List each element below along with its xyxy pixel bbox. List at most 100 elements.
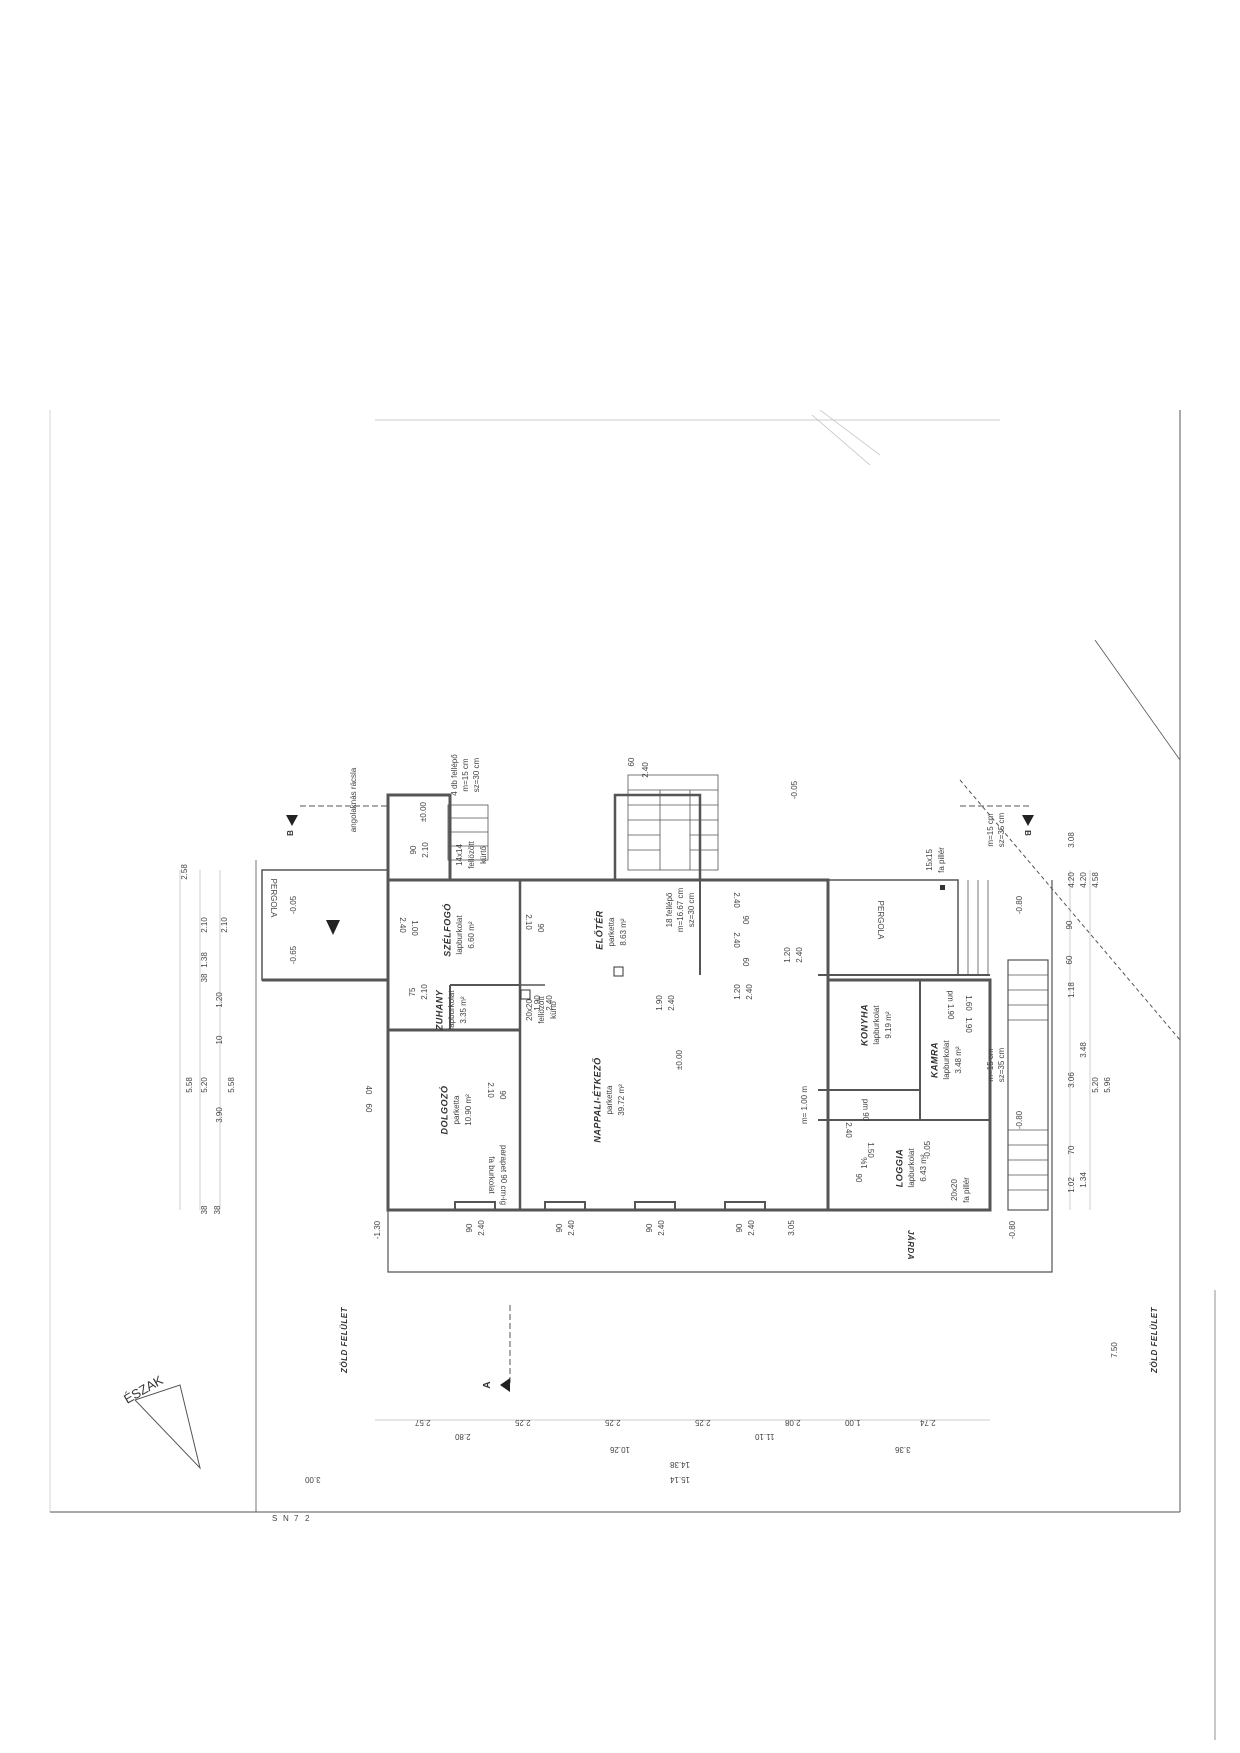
room-dolgozo-name: DOLGOZÓ: [439, 1085, 450, 1135]
door-4-b: 2.40: [545, 995, 554, 1011]
dim-102: 1.02: [1067, 1177, 1076, 1193]
level-l1: ±0.00: [419, 802, 428, 822]
level-l2: ±0.00: [675, 1050, 684, 1070]
section-b-right: B: [1023, 830, 1032, 836]
dim-225a: 2.25: [515, 1418, 531, 1427]
dim-348: 3.48: [1079, 1042, 1088, 1058]
room-loggia-name: LOGGIA: [894, 1148, 905, 1188]
window-4-height: 2.40: [747, 1220, 756, 1236]
dim-134: 1.34: [1079, 1172, 1088, 1188]
note-stair-ext-sz: sz=30 cm: [472, 757, 481, 793]
dim-336: 3.36: [895, 1445, 911, 1454]
dim-596: 5.96: [1103, 1077, 1112, 1093]
section-b-left: B: [286, 830, 295, 836]
note-chimney: 14x14: [455, 844, 464, 866]
note-stair-right-sz: sz=35 cm: [997, 812, 1006, 848]
door-4-a: 1.90: [533, 995, 542, 1011]
dim-520: 5.20: [200, 1077, 209, 1093]
note-pillar2: 20x20: [950, 1179, 959, 1201]
dim-90: 90: [1065, 920, 1074, 930]
door-1-height: 2.10: [421, 842, 430, 858]
level-l7: -0.80: [1015, 895, 1024, 915]
dim-458: 4.58: [1091, 872, 1100, 888]
door-6-b: 2.40: [745, 984, 754, 1000]
door-10-a: 2.40: [732, 892, 741, 908]
level-l3: -0.05: [289, 895, 298, 915]
dim-558b: 5.58: [227, 1077, 236, 1093]
dim-1110: 11.10: [755, 1432, 775, 1441]
door-12-a: 2.40: [732, 932, 741, 948]
door-9-a: 40: [364, 1085, 373, 1095]
street-char-2: N: [283, 1514, 289, 1523]
dim-257: 2.57: [415, 1418, 431, 1427]
window-2-height: 2.40: [567, 1220, 576, 1236]
level-l8: -0.80: [1015, 1110, 1024, 1130]
street-char-1: S: [272, 1514, 278, 1523]
dim-70: 70: [1067, 1145, 1076, 1155]
dim-38a: 38: [200, 973, 209, 983]
street-char-4: 2: [305, 1514, 310, 1523]
room-nappali-name: NAPPALI-ÉTKEZŐ: [592, 1057, 603, 1143]
window-1-height: 2.40: [477, 1220, 486, 1236]
door-3-a: 2.10: [524, 914, 533, 930]
room-konyha-floor: lapburkolat: [872, 1005, 881, 1045]
room-szelfogo-area: 6.60 m²: [467, 921, 476, 949]
door-10-b: 90: [741, 915, 750, 925]
note-parapet2: fa burkolat: [487, 1156, 496, 1194]
dim-225c: 2.25: [695, 1418, 711, 1427]
note-pm2: pm 90: [861, 1098, 870, 1122]
room-dolgozo-floor: parketta: [452, 1095, 461, 1125]
window-3-height: 2.40: [657, 1220, 666, 1236]
room-szelfogo-floor: lapburkolat: [455, 915, 464, 955]
door-7-b: 2.40: [795, 947, 804, 963]
dim-308: 3.08: [1067, 832, 1076, 848]
note-stair-main: 18 fellépő: [665, 892, 674, 928]
door-15-a: 2.40: [844, 1122, 853, 1138]
note-stair-main-sz: sz=30 cm: [687, 892, 696, 928]
room-nappali-area: 39.72 m²: [617, 1084, 626, 1116]
door-6-a: 1.20: [733, 984, 742, 1000]
level-l9: -0.80: [1008, 1220, 1017, 1240]
note-mh: m= 1.00 m: [800, 1085, 809, 1125]
window-5: 3.05: [787, 1220, 796, 1236]
note-chimney2: fellözött: [467, 841, 476, 869]
window-2-width: 90: [555, 1223, 564, 1233]
room-eloter-name: ELŐTÉR: [594, 910, 605, 950]
door-16: 90: [854, 1173, 863, 1183]
room-zuhany-area: 3.35 m²: [459, 996, 468, 1024]
dim-225b: 2.25: [605, 1418, 621, 1427]
window-1-width: 90: [465, 1223, 474, 1233]
dim-280: 2.80: [455, 1432, 471, 1441]
door-8-a: 2.10: [486, 1082, 495, 1098]
level-l10: -1.30: [373, 1220, 382, 1240]
door-14-a: 1.90: [964, 1017, 973, 1033]
dim-38b: 38: [200, 1205, 209, 1215]
door-3-b: 90: [536, 923, 545, 933]
section-b-right-arrow: [1022, 815, 1034, 826]
dim-390: 3.90: [215, 1107, 224, 1123]
area-pergola-left: PERGOLA: [269, 878, 278, 918]
door-11-b: 2.40: [641, 762, 650, 778]
section-b-left-arrow: [286, 815, 298, 826]
room-dolgozo-area: 10.90 m²: [464, 1094, 473, 1126]
door-13-a: 75: [408, 987, 417, 997]
area-jarda: JÁRDA: [906, 1229, 915, 1261]
dim-10: 10: [215, 1035, 224, 1045]
room-zuhany-floor: lapburkolat: [447, 990, 456, 1030]
room-loggia-floor: lapburkolat: [907, 1148, 916, 1188]
level-l4: -0.05: [790, 780, 799, 800]
door-9-b: 60: [364, 1103, 373, 1113]
window-4-width: 90: [735, 1223, 744, 1233]
door-1-width: 90: [409, 845, 418, 855]
door-11-a: 60: [627, 757, 636, 767]
dim-420b: 4.20: [1079, 872, 1088, 888]
note-pillar2b: fa pillér: [962, 1177, 971, 1203]
street-char-3: 7: [294, 1514, 299, 1523]
area-zold-left: ZÖLD FELÜLET: [340, 1307, 349, 1373]
note-stair-main-m: m=16.67 cm: [676, 887, 685, 933]
dim-1514: 15.14: [670, 1475, 691, 1484]
room-szelfogo-name: SZÉLFOGÓ: [442, 903, 453, 957]
door-5-b: 2.40: [667, 995, 676, 1011]
dim-1438: 14.38: [670, 1460, 691, 1469]
